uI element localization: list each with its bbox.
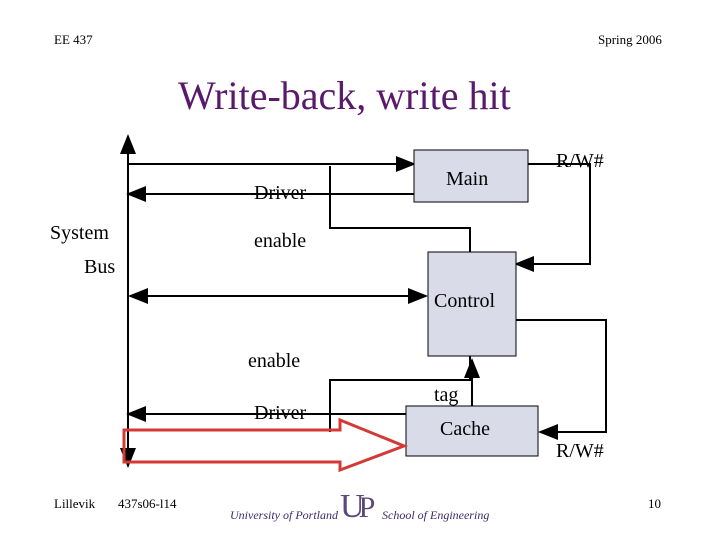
enable-bottom-label: enable xyxy=(248,350,301,372)
rw-bottom-label: R/W# xyxy=(556,440,604,462)
rw-bottom-line xyxy=(516,319,607,440)
driver-top-label: Driver xyxy=(254,182,307,204)
university-label: University of Portland xyxy=(230,508,338,522)
enable-top-label: enable xyxy=(254,230,307,252)
main-box xyxy=(413,149,529,203)
control-box xyxy=(427,251,517,357)
tag-label: tag xyxy=(434,384,459,406)
up-logo: UP xyxy=(340,488,376,525)
school-label: School of Engineering xyxy=(382,508,490,522)
enable-top-line xyxy=(329,212,471,252)
driver-bottom-label: Driver xyxy=(254,402,307,424)
main-label: Main xyxy=(446,168,489,190)
cache-label: Cache xyxy=(440,418,490,440)
code-label: 437s06-l14 xyxy=(118,496,177,511)
term-label: Spring 2006 xyxy=(598,32,662,47)
rw-top-label: R/W# xyxy=(556,150,604,172)
slide-title: Write-back, write hit xyxy=(178,73,511,118)
cache-box xyxy=(405,405,539,457)
author-label: Lillevik xyxy=(54,496,96,511)
page-number: 10 xyxy=(648,496,661,511)
system-bus-label-1: System xyxy=(50,222,109,244)
rw-top-line xyxy=(514,163,591,272)
control-label: Control xyxy=(434,290,496,312)
highlight-arrow xyxy=(122,417,409,473)
course-label: EE 437 xyxy=(54,32,93,47)
system-bus-label-2: Bus xyxy=(84,256,116,278)
